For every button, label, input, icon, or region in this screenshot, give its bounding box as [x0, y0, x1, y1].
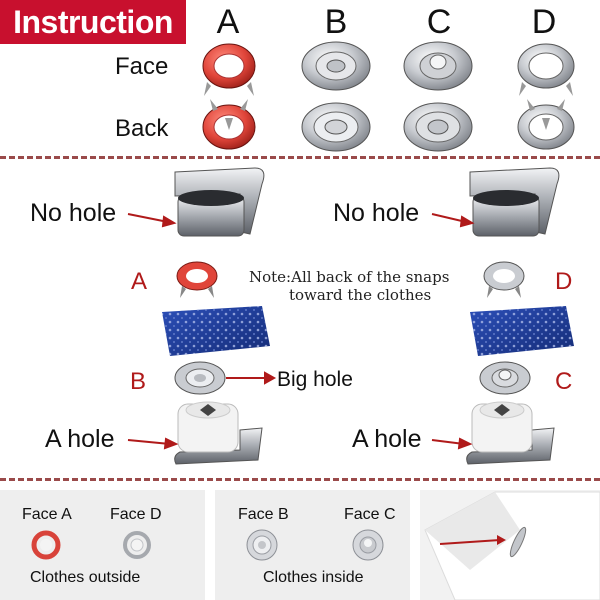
a-hole-label-left: A hole	[45, 425, 115, 453]
face-c-snap	[352, 529, 384, 561]
face-d-label: Face D	[110, 506, 162, 523]
snap-d-face	[517, 43, 575, 96]
column-header-b: B	[324, 3, 348, 41]
face-a-label: Face A	[22, 506, 72, 523]
instruction-banner: Instruction	[0, 0, 186, 44]
snap-a-middle	[176, 261, 218, 298]
column-header-d: D	[531, 3, 557, 41]
note-line-2: toward the clothes	[289, 286, 432, 304]
snap-c-middle	[479, 361, 531, 395]
snap-parts-grid	[202, 41, 575, 152]
arrow-icon	[127, 213, 475, 228]
fabric-left	[162, 306, 270, 356]
snap-c-back	[403, 102, 473, 152]
face-d-snap	[123, 531, 151, 559]
no-hole-label-left: No hole	[30, 199, 117, 227]
clothes-inside-label: Clothes inside	[263, 569, 364, 586]
row-label-back: Back	[115, 115, 169, 142]
snap-d-middle	[483, 261, 525, 298]
snap-d-back	[517, 99, 575, 150]
arrow-icon	[226, 371, 277, 385]
no-hole-label-right: No hole	[333, 199, 420, 227]
fabric-photo	[424, 491, 600, 600]
no-hole-tool-right	[469, 167, 560, 237]
no-hole-tool-left	[174, 167, 265, 237]
face-b-label: Face B	[238, 506, 289, 523]
a-hole-tool-left	[174, 401, 263, 465]
snap-b-middle	[174, 361, 226, 395]
face-a-snap	[31, 530, 61, 560]
face-b-snap	[246, 529, 278, 561]
label-c: C	[555, 368, 573, 395]
label-d: D	[555, 268, 573, 295]
column-header-a: A	[216, 3, 240, 41]
label-b: B	[130, 368, 147, 395]
a-hole-label-right: A hole	[352, 425, 422, 453]
snap-b-face	[301, 41, 371, 91]
arrow-icon	[127, 437, 473, 450]
snap-c-face	[403, 41, 473, 91]
divider-top	[0, 156, 600, 159]
snap-a-back	[202, 99, 256, 150]
fabric-right	[470, 306, 574, 356]
row-label-face: Face	[115, 53, 169, 80]
big-hole-label: Big hole	[277, 368, 353, 391]
snap-a-face	[202, 43, 256, 96]
snap-b-back	[301, 102, 371, 152]
bottom-illustrations	[31, 491, 600, 600]
face-c-label: Face C	[344, 506, 396, 523]
column-header-c: C	[426, 3, 452, 41]
clothes-outside-label: Clothes outside	[30, 569, 141, 586]
a-hole-tool-right	[466, 401, 555, 465]
installation-diagram	[127, 167, 574, 465]
note-line-1: Note:All back of the snaps	[249, 268, 450, 286]
label-a: A	[131, 268, 148, 295]
divider-bottom	[0, 478, 600, 481]
